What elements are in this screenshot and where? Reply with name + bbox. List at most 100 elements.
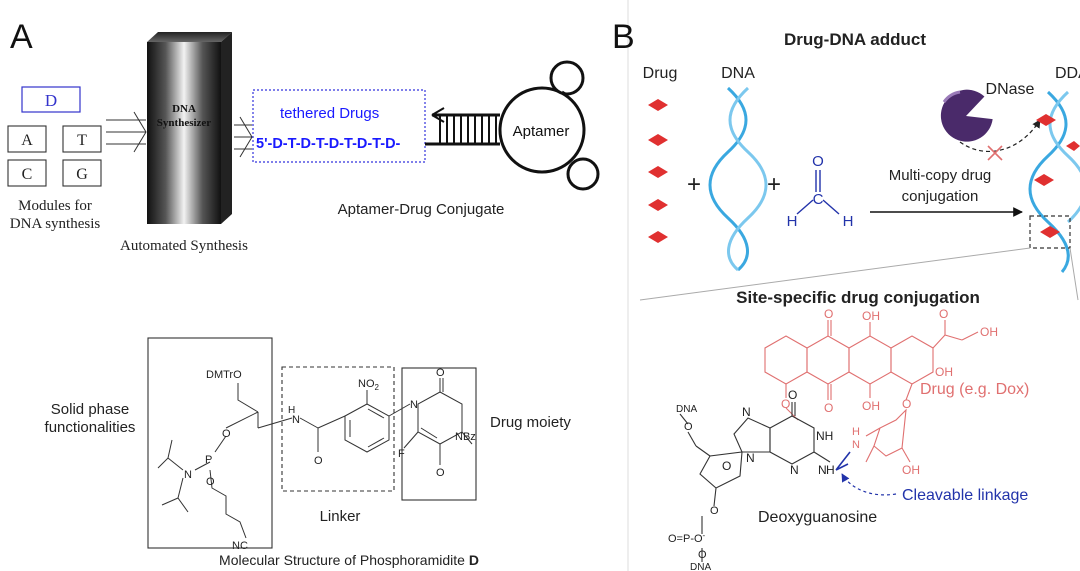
dna-synthesizer: DNA Synthesizer: [147, 32, 232, 224]
dnase-label: DNase: [986, 81, 1035, 98]
modules-caption-1: Modules for: [18, 198, 92, 214]
dg-o-4: O: [710, 505, 719, 517]
drug-moiety-box: [401, 367, 477, 501]
synth-label-1: DNA: [172, 103, 196, 115]
dnase-icon: [940, 89, 993, 142]
dda-helix: [1028, 90, 1080, 273]
o-atom-a5: O: [436, 467, 445, 479]
phosphate-label: O=P-O-: [668, 531, 706, 545]
aptamer-label: Aptamer: [513, 123, 570, 140]
formaldehyde-c: C: [813, 191, 824, 208]
dox-o-5: O: [902, 397, 911, 411]
dox-o-2: O: [939, 307, 948, 321]
o-atom-a4: O: [436, 367, 445, 379]
multi-copy-2: conjugation: [902, 188, 979, 205]
dg-nh-1: NH: [816, 429, 833, 443]
no2-label: NO2: [358, 378, 380, 392]
blocked-x-icon: [987, 145, 1003, 161]
multi-copy-1: Multi-copy drug: [889, 167, 992, 184]
deoxyguanosine-label: Deoxyguanosine: [758, 509, 877, 526]
dox-oh-5: OH: [902, 463, 920, 477]
tethered-label: tethered Drugs: [280, 105, 379, 122]
zoom-box: [1029, 215, 1071, 249]
svg-text:C: C: [22, 166, 33, 183]
svg-text:A: A: [21, 132, 33, 149]
dda-diamonds: [1034, 114, 1080, 238]
formaldehyde-h2: H: [843, 213, 854, 230]
conjugate-caption: Aptamer-Drug Conjugate: [338, 201, 505, 218]
dox-oh-3: OH: [935, 365, 953, 379]
formaldehyde-h1: H: [787, 213, 798, 230]
formaldehyde: [796, 170, 840, 215]
cleavable-linker: [835, 451, 851, 471]
dg-n-4: N: [818, 463, 827, 477]
aptamer-structure: [425, 60, 600, 191]
dg-o-5: O: [698, 549, 707, 561]
linker-box: [281, 366, 395, 492]
formaldehyde-o: O: [812, 153, 824, 170]
tethered-drugs-box: tethered Drugs 5'-D-T-D-T-D-T-D-T-D-: [252, 89, 426, 163]
dox-o-4: O: [781, 397, 790, 411]
dox-oh-1: OH: [862, 309, 880, 323]
svg-text:D: D: [45, 91, 57, 110]
dg-n-1: N: [742, 405, 751, 419]
cleavable-label: Cleavable linkage: [902, 487, 1028, 504]
dg-o-2: O: [722, 459, 731, 473]
drug-diamonds: [648, 99, 668, 243]
dox-oh-2: OH: [980, 325, 998, 339]
n-atom-a2: N: [292, 414, 300, 426]
solid-phase-label-1: Solid phase: [51, 401, 129, 418]
structure-caption: Molecular Structure of Phosphoramidite D: [219, 552, 479, 568]
dnase-blocked-arrow: [959, 119, 1041, 153]
dna-bottom-label: DNA: [690, 562, 711, 571]
dox-o-1: O: [824, 307, 833, 321]
svg-text:T: T: [77, 132, 87, 149]
o-atom-a1: O: [222, 428, 231, 440]
svg-text:G: G: [76, 166, 88, 183]
dg-o-3: O: [684, 421, 693, 433]
o-atom-a3: O: [314, 455, 323, 467]
modules-caption-2: DNA synthesis: [10, 216, 101, 232]
dna-label: DNA: [721, 65, 755, 82]
zoom-lines: [639, 247, 1079, 301]
dna-top-label: DNA: [676, 404, 697, 415]
deoxyguanosine-structure: [679, 402, 831, 562]
cleavable-pointer: [841, 473, 897, 496]
nbz-label: NBz: [455, 431, 476, 443]
panel-b-label: B: [612, 18, 635, 56]
input-arrows: [106, 111, 147, 153]
module-d: D: [21, 86, 81, 113]
dmtro-label: DMTrO: [206, 369, 242, 381]
dg-n-3: N: [790, 463, 799, 477]
plus-1: +: [687, 171, 701, 198]
dox-structure: [764, 320, 979, 463]
synth-label-2: Synthesizer: [157, 117, 212, 129]
module-c: C: [7, 159, 47, 187]
solid-phase-label-2: functionalities: [45, 419, 136, 436]
panel-b-title: Drug-DNA adduct: [784, 30, 926, 49]
o-atom-a2: O: [206, 476, 215, 488]
n-atom-a3: N: [410, 399, 418, 411]
dox-n-1: N: [852, 439, 860, 451]
site-specific-title: Site-specific drug conjugation: [736, 288, 980, 307]
drug-moiety-label: Drug moiety: [490, 414, 571, 431]
dg-n-2: N: [746, 451, 755, 465]
automated-caption: Automated Synthesis: [120, 238, 248, 254]
f-atom: F: [398, 448, 405, 460]
drug-label: Drug: [643, 65, 678, 82]
dox-oh-4: OH: [862, 399, 880, 413]
n-atom-a1: N: [184, 469, 192, 481]
dg-h-1: H: [826, 463, 835, 477]
panel-a-label: A: [10, 18, 33, 56]
nc-label: NC: [232, 540, 248, 552]
output-arrows: [234, 116, 253, 158]
sequence-label: 5'-D-T-D-T-D-T-D-T-D-: [256, 136, 401, 152]
h-atom-a1: H: [288, 405, 295, 416]
module-t: T: [62, 125, 102, 153]
dg-o-1: O: [788, 388, 797, 402]
dox-o-3: O: [824, 401, 833, 415]
drug-eg-label: Drug (e.g. Dox): [920, 381, 1029, 398]
module-a: A: [7, 125, 47, 153]
plus-2: +: [767, 171, 781, 198]
